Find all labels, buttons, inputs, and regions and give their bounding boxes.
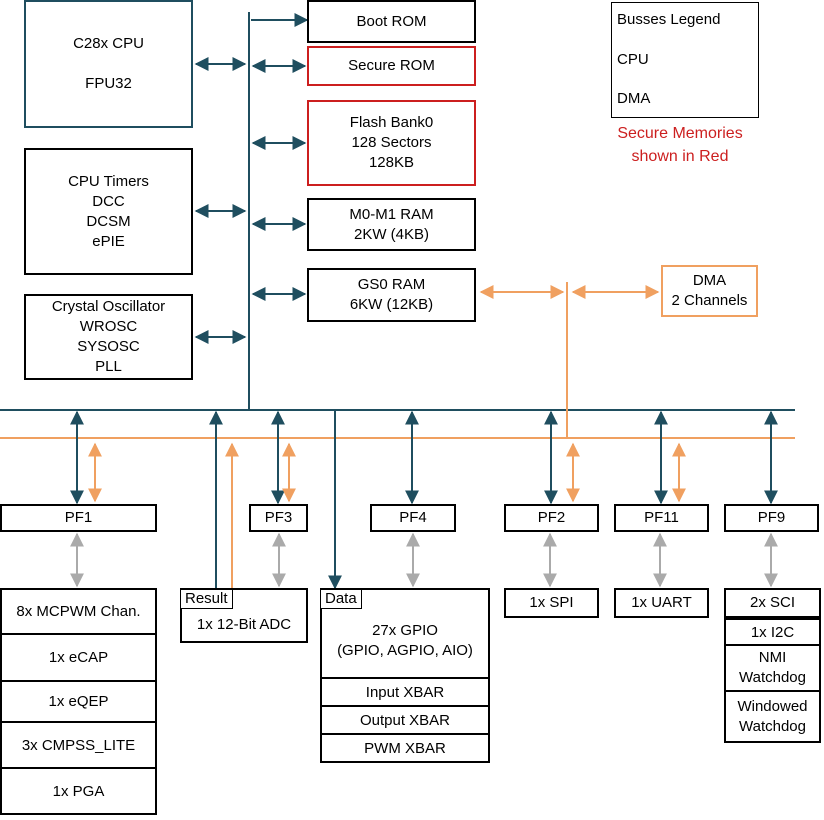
cpu-timers-block: CPU Timers DCC DCSM ePIE xyxy=(24,148,193,275)
ecap-label: 1x eCAP xyxy=(48,649,109,666)
pga-label: 1x PGA xyxy=(52,782,105,800)
cmpss-row: 3x CMPSS_LITE xyxy=(0,723,157,769)
sci-label: 2x SCI xyxy=(749,594,795,611)
sysosc-label: SYSOSC xyxy=(77,338,140,355)
dma-channels-label: 2 Channels xyxy=(671,292,748,309)
spi-block: 1x SPI xyxy=(504,588,599,618)
uart-block: 1x UART xyxy=(614,588,709,618)
input-xbar-row: Input XBAR xyxy=(320,679,490,707)
gpio-data-tag: Data xyxy=(320,589,362,609)
ecap-row: 1x eCAP xyxy=(0,635,157,682)
m0m1-ram-block: M0-M1 RAM 2KW (4KB) xyxy=(307,198,476,251)
pf3-frame: PF3 xyxy=(249,504,308,532)
pf4-label: PF4 xyxy=(399,509,427,526)
legend-title: Busses Legend xyxy=(617,11,721,28)
pf1-label: PF1 xyxy=(64,509,93,526)
secure-rom-block: Secure ROM xyxy=(307,46,476,86)
input-xbar-label: Input XBAR xyxy=(365,683,445,701)
output-xbar-label: Output XBAR xyxy=(359,711,451,729)
eqep-label: 1x eQEP xyxy=(48,693,109,710)
pll-label: PLL xyxy=(95,358,122,375)
pf4-frame: PF4 xyxy=(370,504,456,532)
pf9-label: PF9 xyxy=(757,509,786,526)
dcc-label: DCC xyxy=(92,192,125,210)
gs0-size-label: 6KW (12KB) xyxy=(349,296,434,313)
dma-label: DMA xyxy=(692,272,727,289)
m0m1-size-label: 2KW (4KB) xyxy=(353,225,429,243)
gpio-types-label: (GPIO, AGPIO, AIO) xyxy=(337,641,473,659)
pga-row: 1x PGA xyxy=(0,769,157,815)
secure-rom-label: Secure ROM xyxy=(348,57,435,74)
secure-note-line2: shown in Red xyxy=(631,148,729,165)
sci-row: 2x SCI xyxy=(724,588,821,618)
gs0-ram-block: GS0 RAM 6KW (12KB) xyxy=(307,268,476,322)
epie-label: ePIE xyxy=(92,232,125,250)
pf11-frame: PF11 xyxy=(614,504,709,532)
i2c-label: 1x I2C xyxy=(750,623,795,641)
pf1-frame: PF1 xyxy=(0,504,157,532)
mcpwm-row: 8x MCPWM Chan. xyxy=(0,588,157,635)
pf3-label: PF3 xyxy=(264,509,293,526)
cpu-block: C28x CPU FPU32 xyxy=(24,0,193,128)
secure-memories-note: Secure Memories shown in Red xyxy=(606,122,754,168)
uart-label: 1x UART xyxy=(631,594,692,611)
pf11-label: PF11 xyxy=(644,509,679,526)
adc-label: 1x 12-Bit ADC xyxy=(196,615,292,633)
eqep-row: 1x eQEP xyxy=(0,682,157,723)
dma-block: DMA 2 Channels xyxy=(661,265,758,317)
m0m1-label: M0-M1 RAM xyxy=(349,205,434,223)
gs0-label: GS0 RAM xyxy=(357,276,426,293)
nmi-watchdog-label: NMI Watchdog xyxy=(739,649,806,686)
legend-dma-label: DMA xyxy=(617,90,651,107)
boot-rom-label: Boot ROM xyxy=(356,12,427,30)
secure-note-line1: Secure Memories xyxy=(617,125,743,142)
pwm-xbar-row: PWM XBAR xyxy=(320,735,490,763)
flash-sectors-label: 128 Sectors xyxy=(351,134,432,151)
flash-size-label: 128KB xyxy=(368,154,415,171)
cpu-label: C28x CPU xyxy=(73,35,144,52)
windowed-watchdog-row: Windowed Watchdog xyxy=(724,692,821,743)
timers-label: CPU Timers xyxy=(68,172,149,190)
mcpwm-label: 8x MCPWM Chan. xyxy=(16,602,141,620)
pf9-frame: PF9 xyxy=(724,504,819,532)
wrosc-label: WROSC xyxy=(79,318,138,335)
pf2-label: PF2 xyxy=(537,509,566,526)
fpu-label: FPU32 xyxy=(85,75,132,92)
output-xbar-row: Output XBAR xyxy=(320,707,490,735)
flash-label: Flash Bank0 xyxy=(349,114,434,131)
cmpss-label: 3x CMPSS_LITE xyxy=(21,736,136,754)
legend-cpu-label: CPU xyxy=(617,51,649,68)
dcsm-label: DCSM xyxy=(86,212,131,230)
busses-legend xyxy=(611,2,759,118)
pwm-xbar-label: PWM XBAR xyxy=(364,739,446,757)
i2c-row: 1x I2C xyxy=(724,618,821,646)
boot-rom-block: Boot ROM xyxy=(307,0,476,43)
pf2-frame: PF2 xyxy=(504,504,599,532)
oscillator-block: Crystal Oscillator WROSC SYSOSC PLL xyxy=(24,294,193,380)
flash-bank-block: Flash Bank0 128 Sectors 128KB xyxy=(307,100,476,186)
adc-result-tag: Result xyxy=(180,589,233,609)
gpio-label: 27x GPIO xyxy=(372,621,438,639)
crystal-osc-label: Crystal Oscillator xyxy=(51,298,166,315)
windowed-watchdog-label: Windowed Watchdog xyxy=(737,697,808,735)
nmi-watchdog-row: NMI Watchdog xyxy=(724,646,821,692)
spi-label: 1x SPI xyxy=(529,594,574,611)
